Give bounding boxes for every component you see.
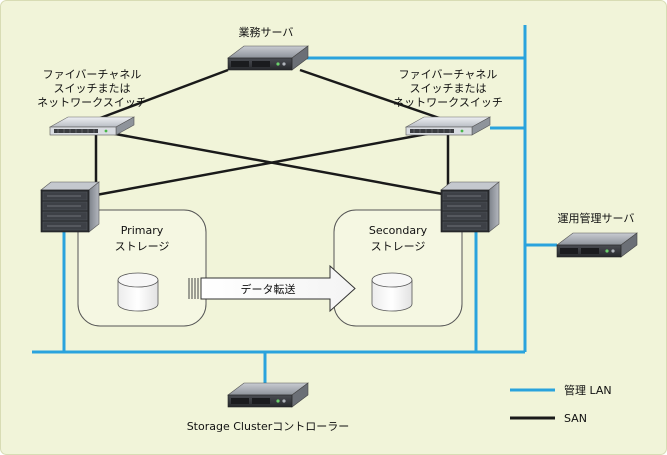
primary-storage-label-line-1: Primary xyxy=(121,224,164,237)
fc-switch-right-icon xyxy=(405,116,491,136)
fc-switch-right-label-line-2: スイッチまたは xyxy=(410,82,487,95)
san-server-to-switch-left xyxy=(94,68,229,122)
data-transfer-label: データ転送 xyxy=(241,282,296,296)
fc-switch-left-label-line-3: ネットワークスイッチ xyxy=(37,96,147,109)
san-server-to-switch-right xyxy=(299,68,446,122)
fc-switch-right-label: ファイバーチャネル スイッチまたは ネットワークスイッチ xyxy=(393,68,503,109)
san-switch-right-to-primary xyxy=(95,131,433,197)
business-server-label: 業務サーバ xyxy=(239,25,294,39)
primary-storage-label-line-2: ストレージ xyxy=(115,240,170,253)
cluster-controller-label: Storage Clusterコントローラー xyxy=(187,420,350,433)
business-server-icon xyxy=(227,45,309,71)
secondary-storage-array-icon xyxy=(440,181,500,233)
data-transfer-arrow: データ転送 xyxy=(188,264,356,313)
cluster-controller-icon xyxy=(227,382,309,408)
secondary-disk-icon xyxy=(371,272,413,312)
secondary-storage-label: Secondary ストレージ xyxy=(369,224,428,253)
fc-switch-right-label-line-3: ネットワークスイッチ xyxy=(393,96,503,109)
fc-switch-left-icon xyxy=(49,116,135,136)
san-lines xyxy=(94,68,450,197)
legend-san-label: SAN xyxy=(564,412,587,425)
secondary-storage-label-line-2: ストレージ xyxy=(371,240,426,253)
fc-switch-left-label-line-2: スイッチまたは xyxy=(54,82,131,95)
primary-disk-icon xyxy=(117,272,159,312)
legend-lan-label: 管理 LAN xyxy=(564,383,612,397)
management-server-label: 運用管理サーバ xyxy=(558,211,635,225)
primary-storage-label: Primary ストレージ xyxy=(115,224,170,253)
legend: 管理 LAN SAN xyxy=(510,383,612,425)
fc-switch-left-label: ファイバーチャネル スイッチまたは ネットワークスイッチ xyxy=(37,68,147,109)
secondary-storage-label-line-1: Secondary xyxy=(369,224,428,237)
management-lan-lines xyxy=(32,25,557,383)
fc-switch-right-label-line-1: ファイバーチャネル xyxy=(399,68,498,81)
management-server-icon xyxy=(556,232,638,258)
primary-storage-box xyxy=(77,209,207,327)
primary-storage-array-icon xyxy=(40,181,100,233)
san-switch-left-to-secondary xyxy=(109,131,449,197)
secondary-storage-box xyxy=(333,209,463,327)
fc-switch-left-label-line-1: ファイバーチャネル xyxy=(43,68,142,81)
